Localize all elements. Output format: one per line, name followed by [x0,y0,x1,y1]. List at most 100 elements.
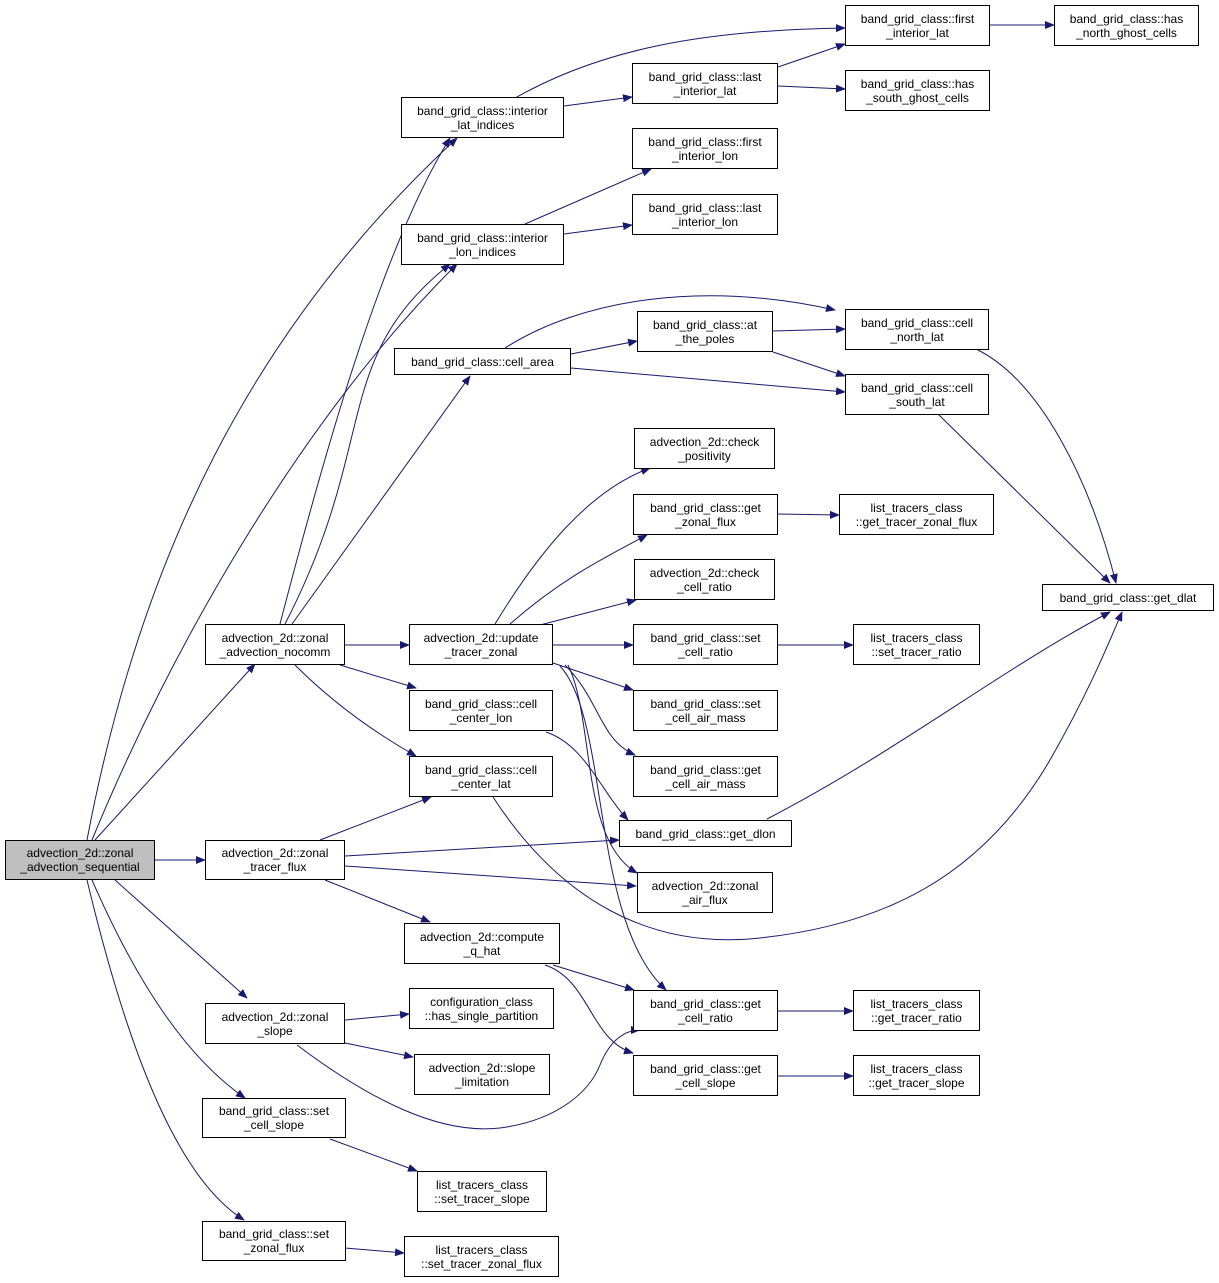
node-label-line1: advection_2d::check [649,434,760,449]
node-zonal-slope[interactable]: advection_2d::zonal _slope [205,1003,345,1044]
edge-cell-area-to-cell-north-lat [504,295,836,349]
edge-slope-to-slope-limitation [344,1042,414,1060]
node-label-line2: _cell_slope [675,1075,736,1090]
node-get-zonal-flux[interactable]: band_grid_class::get _zonal_flux [633,494,778,535]
node-check-cell-ratio[interactable]: advection_2d::check _cell_ratio [634,559,775,600]
node-get-cell-ratio[interactable]: band_grid_class::get _cell_ratio [633,990,778,1031]
node-get-cell-slope[interactable]: band_grid_class::get _cell_slope [633,1055,778,1096]
edge-set-zonal-flux-to-set-tracer-zonal-flux [344,1247,405,1257]
node-label-line1: advection_2d::zonal [221,846,329,860]
node-label-line2: _the_poles [675,331,735,346]
node-label-line1: configuration_class [430,994,533,1009]
node-label-line1: list_tracers_class [870,500,963,515]
node-set-zonal-flux[interactable]: band_grid_class::set _zonal_flux [202,1221,346,1261]
node-set-tracer-zonal-flux[interactable]: list_tracers_class ::set_tracer_zonal_fl… [404,1236,559,1277]
node-compute-q-hat[interactable]: advection_2d::compute _q_hat [404,923,560,964]
node-update-tracer-zonal[interactable]: advection_2d::update _tracer_zonal [409,624,553,665]
node-label-line1: band_grid_class::get_dlon [635,826,776,841]
node-label-line1: band_grid_class::last [648,69,762,84]
edge-update-to-get-cell-ratio [559,665,667,991]
edge-compute-q-hat-to-get-cell-slope [544,964,634,1055]
node-label-line1: band_grid_class::get_dlat [1059,590,1197,605]
node-cell-area[interactable]: band_grid_class::cell_area [394,348,571,375]
node-get-tracer-ratio[interactable]: list_tracers_class ::get_tracer_ratio [853,990,980,1031]
node-has-single-partition[interactable]: configuration_class ::has_single_partiti… [409,988,554,1029]
node-get-dlon[interactable]: band_grid_class::get_dlon [619,820,792,847]
node-set-cell-slope[interactable]: band_grid_class::set _cell_slope [202,1098,346,1138]
node-label-line1: advection_2d::update [423,630,539,645]
node-zonal-air-flux[interactable]: advection_2d::zonal _air_flux [637,872,773,913]
node-get-cell-air-mass[interactable]: band_grid_class::get _cell_air_mass [633,756,778,797]
node-label-line2: _positivity [678,448,731,463]
node-set-cell-air-mass[interactable]: band_grid_class::set _cell_air_mass [633,690,778,731]
node-set-tracer-slope[interactable]: list_tracers_class ::set_tracer_slope [417,1171,547,1212]
node-label-line1: band_grid_class::first [860,11,975,26]
edge-root-to-set-cell-slope [91,879,246,1099]
node-set-cell-ratio[interactable]: band_grid_class::set _cell_ratio [633,624,778,665]
node-label-line2: _cell_slope [243,1118,305,1132]
node-label-line1: list_tracers_class [870,996,963,1011]
node-interior-lon-indices[interactable]: band_grid_class::interior _lon_indices [401,224,564,265]
node-label-line1: advection_2d::zonal [26,846,134,860]
node-label-line2: _limitation [454,1074,510,1089]
edge-interior-lat-to-first-interior-lat [514,24,846,99]
node-label-line1: band_grid_class::get [650,996,761,1011]
node-label-line1: band_grid_class::last [648,200,762,215]
node-get-tracer-slope[interactable]: list_tracers_class ::get_tracer_slope [853,1055,980,1096]
edge-interior-lat-to-last-interior-lat [563,94,633,107]
node-label-line1: band_grid_class::cell [860,380,974,395]
edge-cell-north-lat-to-get-dlat [975,348,1118,584]
node-first-interior-lon[interactable]: band_grid_class::first _interior_lon [632,128,778,169]
node-slope-limitation[interactable]: advection_2d::slope _limitation [414,1054,550,1095]
edge-update-to-check-cell-ratio [539,598,637,626]
edge-update-to-get-cell-air-mass [564,664,636,756]
node-label-line1: advection_2d::zonal [651,878,759,893]
node-label-line2: _cell_air_mass [665,776,746,791]
edge-update-to-get-zonal-flux [509,534,648,625]
node-label-line2: _q_hat [463,943,501,958]
edge-tracer-flux-to-get-dlon [344,836,620,857]
node-label-line2: _south_lat [889,394,945,409]
node-label-line2: _center_lat [451,776,511,791]
node-get-tracer-zonal-flux[interactable]: list_tracers_class ::get_tracer_zonal_fl… [839,494,994,535]
node-label-line2: _advection_nocomm [219,644,331,659]
edge-compute-q-hat-to-get-cell-ratio [552,964,635,992]
edge-cell-area-to-at-the-poles [570,338,638,355]
edge-root-to-interior-lon-indices [91,263,458,841]
node-zonal-advection-nocomm[interactable]: advection_2d::zonal _advection_nocomm [205,624,345,665]
node-has-south-ghost-cells[interactable]: band_grid_class::has _south_ghost_cells [845,70,990,111]
node-label-line1: band_grid_class::at [652,317,758,332]
node-cell-center-lat[interactable]: band_grid_class::cell _center_lat [409,756,553,797]
node-label-line1: band_grid_class::set [650,696,761,711]
node-check-positivity[interactable]: advection_2d::check _positivity [634,428,775,469]
node-label-line2: ::set_tracer_zonal_flux [421,1256,542,1271]
node-label-line1: band_grid_class::cell_area [411,354,554,369]
node-label-line1: band_grid_class::get [650,762,761,777]
node-zonal-advection-sequential[interactable]: advection_2d::zonal _advection_sequentia… [5,840,155,880]
node-cell-north-lat[interactable]: band_grid_class::cell _north_lat [845,309,989,350]
node-last-interior-lat[interactable]: band_grid_class::last _interior_lat [632,63,778,104]
node-label-line1: advection_2d::check [649,565,760,580]
edge-nocomm-to-cell-center-lon [339,664,417,690]
node-at-the-poles[interactable]: band_grid_class::at _the_poles [637,311,773,352]
node-cell-center-lon[interactable]: band_grid_class::cell _center_lon [409,690,553,731]
node-zonal-tracer-flux[interactable]: advection_2d::zonal _tracer_flux [205,840,345,880]
edge-root-to-set-zonal-flux [86,879,245,1221]
node-get-dlat[interactable]: band_grid_class::get_dlat [1042,584,1214,611]
node-set-tracer-ratio[interactable]: list_tracers_class ::set_tracer_ratio [853,624,980,665]
node-has-north-ghost-cells[interactable]: band_grid_class::has _north_ghost_cells [1054,5,1199,46]
node-label-line1: list_tracers_class [870,1061,963,1076]
node-first-interior-lat[interactable]: band_grid_class::first _interior_lat [845,5,990,46]
edge-slope-to-has-single-partition [344,1010,410,1021]
node-cell-south-lat[interactable]: band_grid_class::cell _south_lat [845,374,989,415]
edge-nocomm-to-interior-lat-indices [279,137,451,625]
node-last-interior-lon[interactable]: band_grid_class::last _interior_lon [632,194,778,235]
edge-set-cell-slope-to-set-tracer-slope [329,1138,418,1172]
node-label-line1: advection_2d::compute [419,929,545,944]
node-interior-lat-indices[interactable]: band_grid_class::interior _lat_indices [401,97,564,138]
node-label-line2: _advection_sequential [20,860,140,874]
node-label-line1: advection_2d::slope [428,1060,536,1075]
node-label-line2: _interior_lon [671,148,739,163]
node-label-line1: list_tracers_class [870,630,963,645]
